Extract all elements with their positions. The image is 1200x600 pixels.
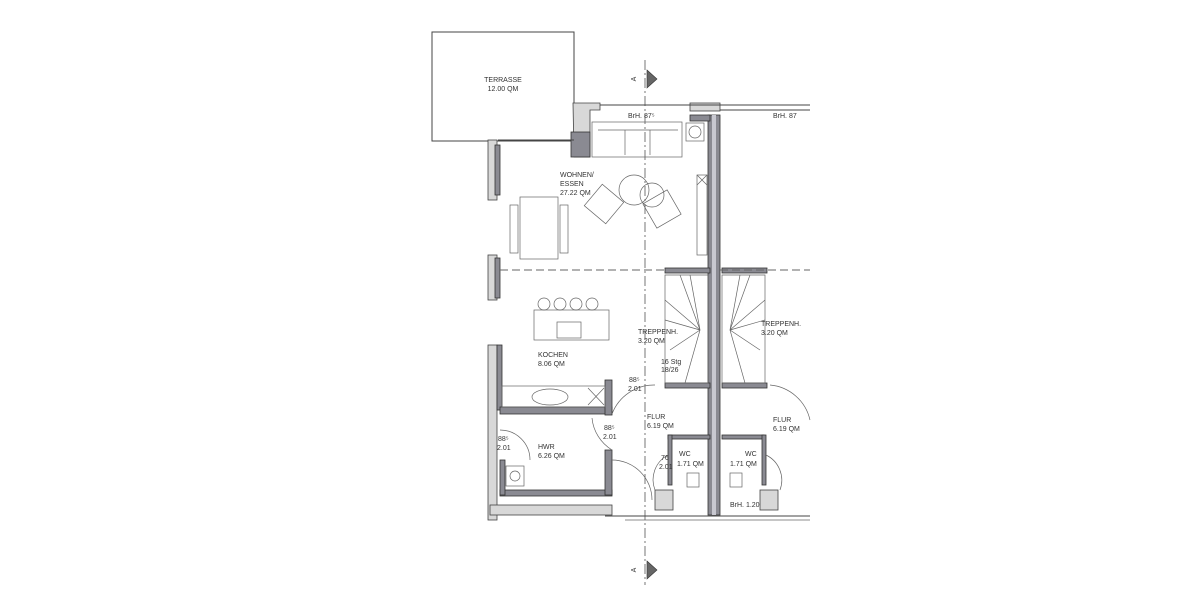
party-wall-core bbox=[712, 115, 716, 515]
svg-text:27.22 QM: 27.22 QM bbox=[560, 190, 591, 197]
section-marker-top: A bbox=[631, 69, 658, 89]
toilet-icon bbox=[686, 472, 743, 488]
room-label-hall-left: FLUR 6.19 QM bbox=[647, 414, 674, 430]
svg-text:6.19 QM: 6.19 QM bbox=[773, 426, 800, 433]
room-label-kitchen: KOCHEN 8.06 QM bbox=[538, 352, 568, 368]
door-label: 88⁵ 2.01 bbox=[603, 425, 617, 441]
svg-text:6.26 QM: 6.26 QM bbox=[538, 453, 565, 460]
svg-text:18/26: 18/26 bbox=[661, 367, 679, 374]
sink-icon bbox=[501, 385, 606, 408]
washing-machine-icon bbox=[505, 465, 525, 487]
svg-text:FLUR: FLUR bbox=[773, 417, 791, 424]
svg-text:76: 76 bbox=[661, 455, 669, 462]
tv-cabinet-icon bbox=[696, 174, 708, 256]
dining-table-icon bbox=[509, 196, 569, 260]
svg-text:HWR: HWR bbox=[538, 444, 555, 451]
svg-text:TREPPENH.: TREPPENH. bbox=[638, 329, 678, 336]
staircase-icon bbox=[664, 274, 709, 384]
sill-height-label: BrH. 87 bbox=[773, 113, 797, 120]
svg-text:88⁵: 88⁵ bbox=[629, 377, 640, 384]
svg-text:2.01: 2.01 bbox=[603, 434, 617, 441]
svg-text:KOCHEN: KOCHEN bbox=[538, 352, 568, 359]
svg-text:3.20 QM: 3.20 QM bbox=[761, 330, 788, 337]
svg-text:TERRASSE: TERRASSE bbox=[484, 77, 522, 84]
svg-text:WOHNEN/: WOHNEN/ bbox=[560, 172, 594, 179]
armchair-icon bbox=[642, 189, 682, 229]
armchair-icon bbox=[583, 183, 625, 225]
svg-text:12.00 QM: 12.00 QM bbox=[488, 86, 519, 93]
svg-text:6.19 QM: 6.19 QM bbox=[647, 423, 674, 430]
svg-text:88⁵: 88⁵ bbox=[604, 425, 615, 432]
room-label-stair-left: TREPPENH. 3.20 QM 16 Stg 18/26 bbox=[638, 329, 681, 374]
svg-text:8.06 QM: 8.06 QM bbox=[538, 361, 565, 368]
svg-text:1.71 QM: 1.71 QM bbox=[730, 461, 757, 468]
room-label-stair-right: TREPPENH. 3.20 QM bbox=[761, 321, 801, 337]
svg-text:A: A bbox=[631, 76, 638, 81]
room-label-utility: HWR 6.26 QM bbox=[538, 444, 565, 460]
svg-text:2.01: 2.01 bbox=[659, 464, 673, 471]
door-label: 88⁵ 2.01 bbox=[497, 436, 511, 452]
svg-text:FLUR: FLUR bbox=[647, 414, 665, 421]
svg-text:88⁵: 88⁵ bbox=[498, 436, 509, 443]
sofa-icon bbox=[591, 121, 683, 158]
kitchen-island-icon bbox=[533, 297, 610, 341]
svg-text:3.20 QM: 3.20 QM bbox=[638, 338, 665, 345]
exterior-walls bbox=[487, 102, 810, 521]
door-label: 88⁵ 2.01 bbox=[628, 377, 642, 393]
coffee-table-icon bbox=[618, 174, 665, 208]
lamp-icon bbox=[685, 122, 705, 142]
svg-text:TREPPENH.: TREPPENH. bbox=[761, 321, 801, 328]
sill-height-label: BrH. 87⁵ bbox=[628, 113, 655, 120]
svg-text:2.01: 2.01 bbox=[628, 386, 642, 393]
door-swings bbox=[499, 384, 811, 501]
terrace-outline bbox=[431, 31, 575, 142]
room-label-terrace: TERRASSE 12.00 QM bbox=[484, 77, 522, 93]
svg-text:A: A bbox=[631, 567, 638, 572]
section-marker-bottom: A bbox=[631, 560, 658, 580]
staircase-icon bbox=[721, 274, 766, 384]
wall bbox=[689, 114, 711, 122]
room-label-wc-right: WC 1.71 QM bbox=[730, 451, 757, 468]
svg-text:16 Stg: 16 Stg bbox=[661, 359, 681, 366]
room-label-wc-left: WC 1.71 QM bbox=[677, 451, 704, 468]
door-label: 76 2.01 bbox=[659, 455, 673, 471]
room-label-living: WOHNEN/ ESSEN 27.22 QM bbox=[560, 172, 594, 197]
svg-text:ESSEN: ESSEN bbox=[560, 181, 584, 188]
svg-text:2.01: 2.01 bbox=[497, 445, 511, 452]
svg-text:WC: WC bbox=[745, 451, 757, 458]
sill-height-label: BrH. 1.20 bbox=[730, 502, 760, 509]
room-label-hall-right: FLUR 6.19 QM bbox=[773, 417, 800, 433]
svg-text:WC: WC bbox=[679, 451, 691, 458]
svg-text:1.71 QM: 1.71 QM bbox=[677, 461, 704, 468]
